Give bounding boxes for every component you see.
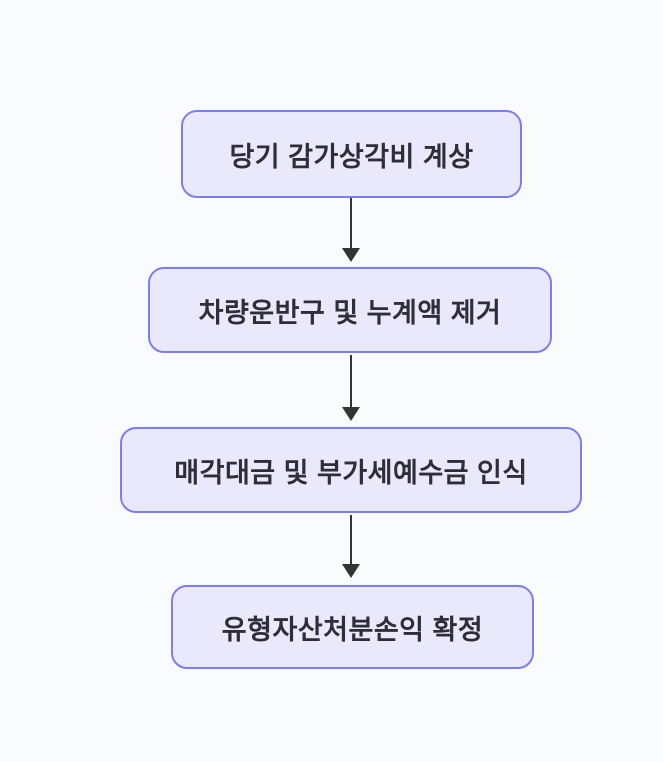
arrow-head-icon [342,564,360,578]
flow-arrow-3-4 [342,515,360,578]
flow-node-step-4: 유형자산처분손익 확정 [171,585,534,669]
arrow-line [350,515,352,564]
arrow-line [350,198,352,248]
flow-node-label: 유형자산처분손익 확정 [221,614,484,645]
flow-arrow-2-3 [342,355,360,421]
flow-node-step-2: 차량운반구 및 누계액 제거 [148,267,552,353]
flow-arrow-1-2 [342,198,360,262]
flow-node-label: 당기 감가상각비 계상 [229,141,474,172]
arrow-head-icon [342,407,360,421]
flow-node-label: 차량운반구 및 누계액 제거 [198,297,502,328]
arrow-head-icon [342,248,360,262]
flow-node-label: 매각대금 및 부가세예수금 인식 [174,457,528,488]
arrow-line [350,355,352,407]
flow-node-step-1: 당기 감가상각비 계상 [181,110,522,198]
flow-node-step-3: 매각대금 및 부가세예수금 인식 [120,427,582,513]
